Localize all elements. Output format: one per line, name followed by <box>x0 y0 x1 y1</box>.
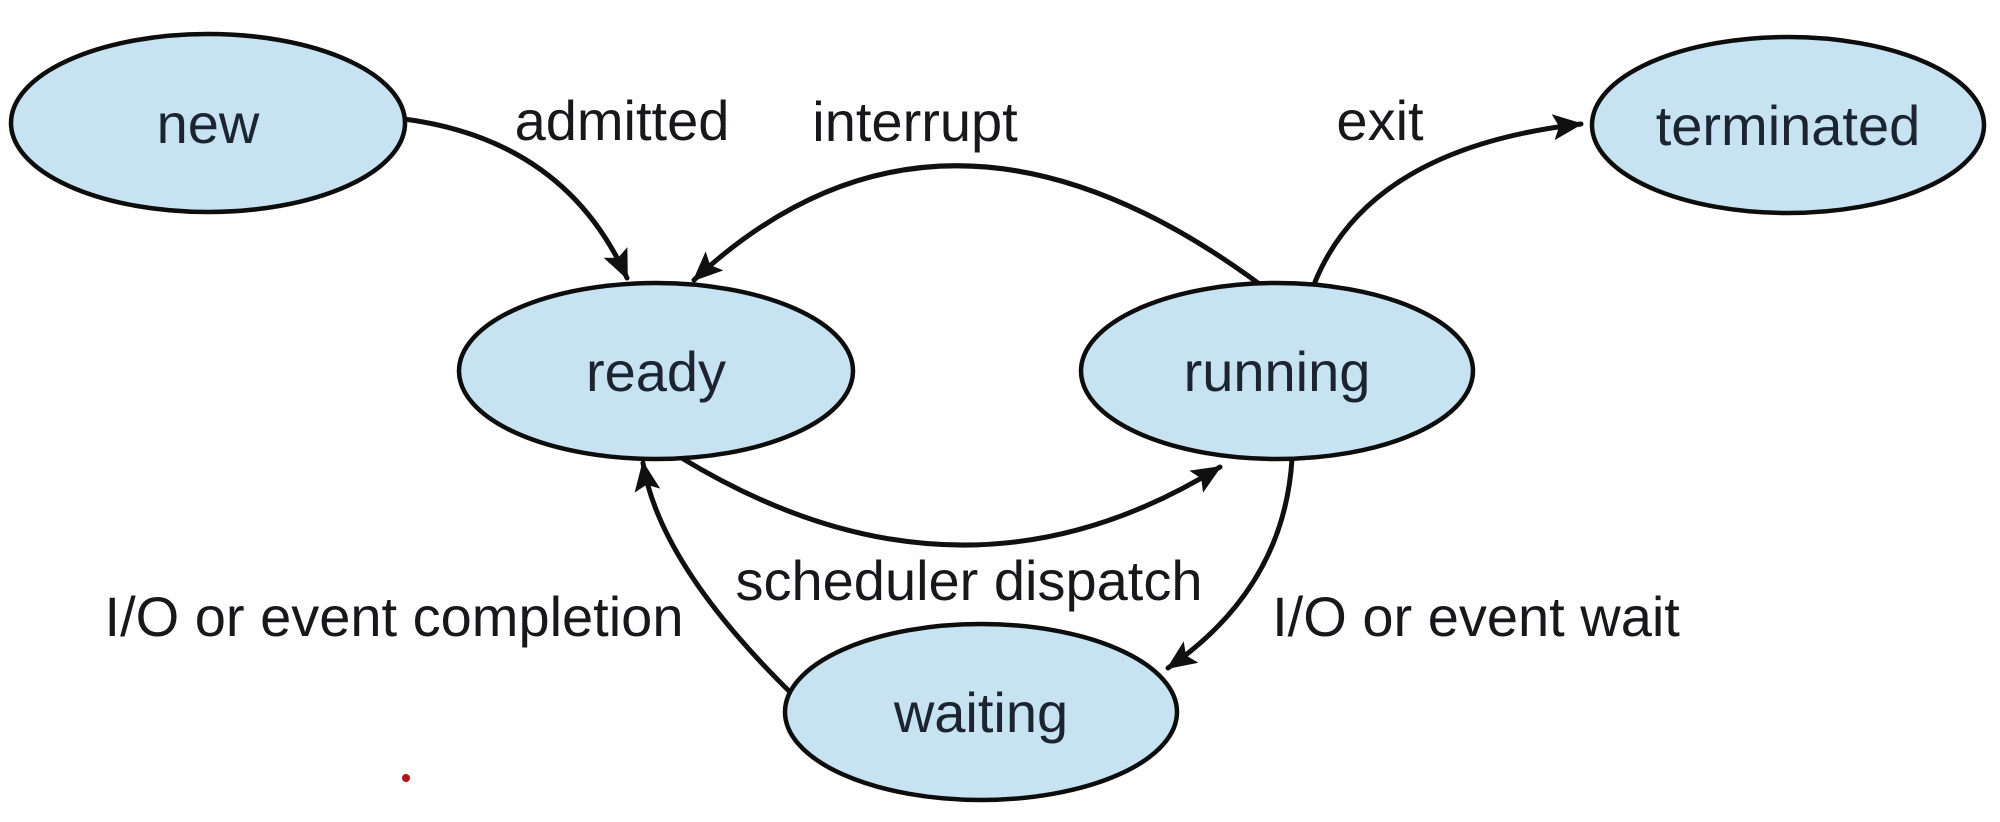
state-node-ready <box>456 280 856 462</box>
state-label-terminated: terminated <box>1656 94 1921 157</box>
transition-arrow-io-or-event-completion <box>634 460 793 695</box>
state-label-running: running <box>1184 340 1371 403</box>
transition-arrow-admitted <box>401 116 630 281</box>
transition-arrow-io-or-event-wait <box>1165 456 1295 671</box>
state-node-running <box>1078 280 1476 462</box>
state-node-terminated <box>1589 34 1987 216</box>
transition-label-interrupt: interrupt <box>812 90 1018 153</box>
transition-label-exit: exit <box>1336 89 1424 152</box>
transition-label-io-or-event-wait: I/O or event wait <box>1272 585 1680 648</box>
transition-arrow-interrupt <box>691 163 1261 286</box>
transition-label-io-or-event-completion: I/O or event completion <box>105 585 684 648</box>
transition-arrow-scheduler-dispatch <box>677 454 1223 548</box>
state-node-new <box>8 31 408 215</box>
state-label-new: new <box>157 92 260 155</box>
state-label-waiting: waiting <box>893 681 1068 744</box>
red-dot-annotation <box>402 774 410 782</box>
transition-label-admitted: admitted <box>515 89 730 152</box>
state-node-waiting <box>782 621 1180 803</box>
transition-label-scheduler-dispatch: scheduler dispatch <box>736 549 1203 612</box>
transition-arrow-exit <box>1312 114 1584 285</box>
state-label-ready: ready <box>586 340 726 403</box>
